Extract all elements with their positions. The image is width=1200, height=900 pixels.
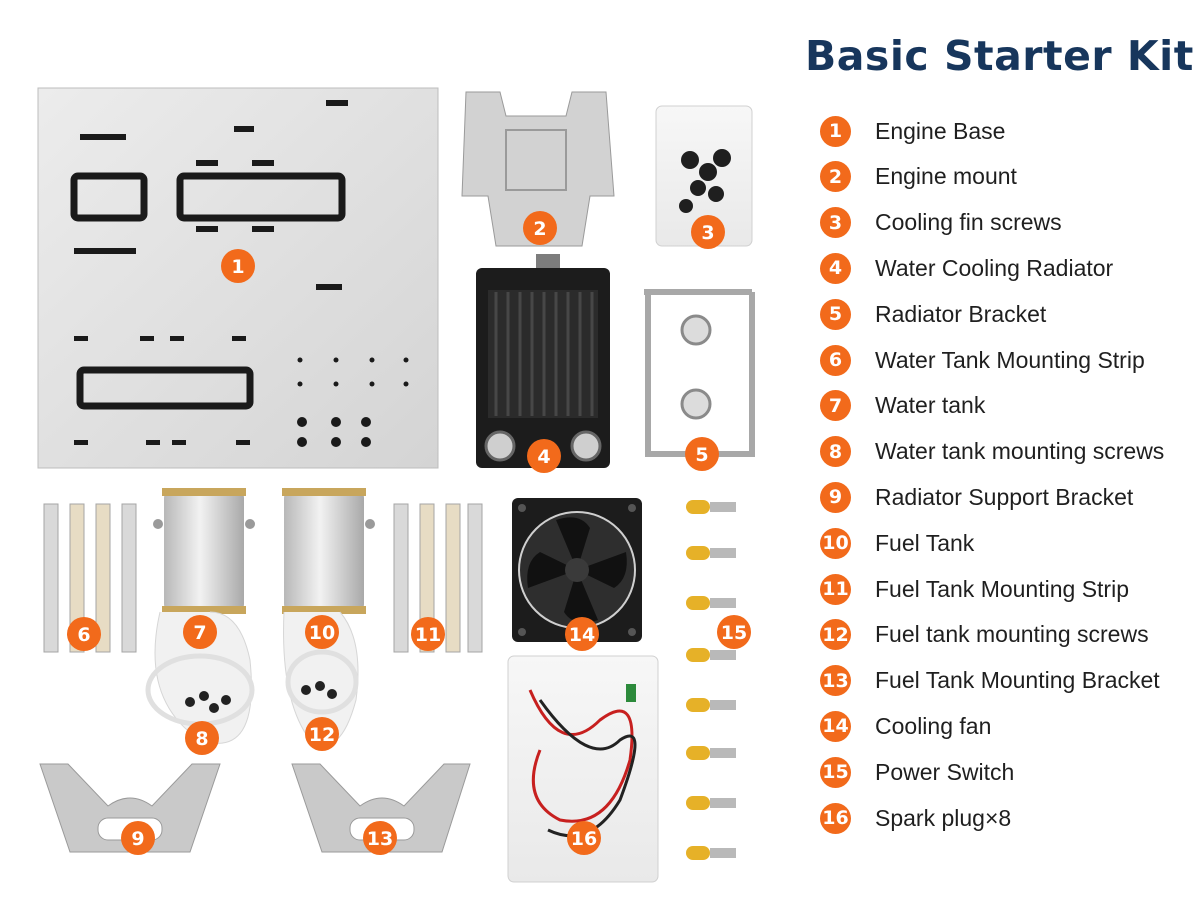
legend-item: 13 Fuel Tank Mounting Bracket <box>820 664 1160 698</box>
photo-marker: 13 <box>363 821 397 855</box>
photo-marker-number: 5 <box>695 444 708 466</box>
legend-item: 8 Water tank mounting screws <box>820 435 1164 469</box>
legend-label: Water Cooling Radiator <box>875 254 1114 281</box>
photo-marker-number: 11 <box>415 624 441 646</box>
legend-label: Water tank mounting screws <box>875 438 1165 465</box>
number-badge: 7 <box>820 390 851 422</box>
legend-item: 16 Spark plug×8 <box>820 801 1011 835</box>
radiator-bracket <box>644 289 755 457</box>
fuel-tank-mounting-strips <box>393 503 483 653</box>
number-badge: 10 <box>820 527 851 559</box>
water-tank-screws-bag <box>145 611 255 744</box>
number-badge: 12 <box>820 619 851 651</box>
photo-marker: 16 <box>567 821 601 855</box>
engine-base-plate <box>37 87 439 469</box>
legend-item: 3 Cooling fin screws <box>820 206 1062 240</box>
number-badge: 4 <box>820 252 851 284</box>
photo-marker-number: 1 <box>231 256 244 278</box>
number-badge: 3 <box>820 207 851 239</box>
legend-item: 10 Fuel Tank <box>820 526 974 560</box>
engine-mount <box>461 91 615 247</box>
photo-marker: 9 <box>121 821 155 855</box>
photo-marker: 3 <box>691 215 725 249</box>
photo-marker-number: 9 <box>131 828 144 850</box>
photo-marker-number: 16 <box>571 828 597 850</box>
photo-marker: 12 <box>305 717 339 751</box>
photo-marker-number: 15 <box>721 622 747 644</box>
legend-label: Water tank <box>875 392 986 419</box>
photo-marker-number: 8 <box>195 728 208 750</box>
legend-item: 2 Engine mount <box>820 160 1017 194</box>
legend-label: Engine Base <box>875 117 1006 144</box>
photo-marker-number: 13 <box>367 828 393 850</box>
photo-marker-number: 7 <box>193 622 206 644</box>
legend-label: Fuel tank mounting screws <box>875 621 1149 648</box>
number-badge: 14 <box>820 710 851 742</box>
legend-label: Fuel Tank Mounting Strip <box>875 575 1129 602</box>
photo-marker: 14 <box>565 617 599 651</box>
number-badge: 5 <box>820 298 851 330</box>
legend-item: 6 Water Tank Mounting Strip <box>820 343 1145 377</box>
legend-label: Spark plug×8 <box>875 804 1012 831</box>
photo-marker: 6 <box>67 617 101 651</box>
photo-marker: 2 <box>523 211 557 245</box>
legend-label: Radiator Bracket <box>875 300 1047 327</box>
legend-item: 12 Fuel tank mounting screws <box>820 618 1149 652</box>
number-badge: 1 <box>820 115 851 147</box>
photo-marker: 7 <box>183 615 217 649</box>
fuel-tank-screws-bag <box>283 611 359 746</box>
legend-label: Cooling fin screws <box>875 209 1062 236</box>
legend-label: Fuel Tank Mounting Bracket <box>875 667 1160 694</box>
legend-label: Water Tank Mounting Strip <box>875 346 1145 373</box>
page-title: Basic Starter Kit <box>805 32 1194 80</box>
fuel-tank <box>282 488 375 614</box>
photo-marker: 4 <box>527 439 561 473</box>
photo-marker: 5 <box>685 437 719 471</box>
water-cooling-radiator <box>476 254 610 468</box>
cooling-fin-screws-bag <box>655 105 753 247</box>
legend-item: 15 Power Switch <box>820 755 1014 789</box>
legend-label: Engine mount <box>875 163 1017 190</box>
spark-plugs <box>686 500 736 860</box>
number-badge: 13 <box>820 665 851 697</box>
power-switch-bag <box>507 655 659 883</box>
photo-marker-number: 10 <box>309 622 335 644</box>
number-badge: 6 <box>820 344 851 376</box>
legend-label: Power Switch <box>875 758 1015 785</box>
photo-marker: 8 <box>185 721 219 755</box>
photo-marker: 15 <box>717 615 751 649</box>
photo-marker-number: 2 <box>533 218 546 240</box>
legend-item: 4 Water Cooling Radiator <box>820 251 1113 285</box>
number-badge: 2 <box>820 161 851 193</box>
legend-item: 11 Fuel Tank Mounting Strip <box>820 572 1129 606</box>
photo-marker-number: 3 <box>701 222 714 244</box>
photo-marker: 11 <box>411 617 445 651</box>
legend-item: 14 Cooling fan <box>820 709 991 743</box>
number-badge: 15 <box>820 756 851 788</box>
photo-marker: 1 <box>221 249 255 283</box>
number-badge: 11 <box>820 573 851 605</box>
legend-item: 5 Radiator Bracket <box>820 297 1046 331</box>
photo-marker-number: 4 <box>537 446 550 468</box>
cooling-fan <box>512 498 642 642</box>
water-tank <box>153 488 255 614</box>
number-badge: 8 <box>820 436 851 468</box>
photo-marker-number: 6 <box>77 624 90 646</box>
legend-label: Radiator Support Bracket <box>875 483 1134 510</box>
water-tank-mounting-strips <box>43 503 137 653</box>
legend-item: 9 Radiator Support Bracket <box>820 480 1133 514</box>
photo-marker-number: 14 <box>569 624 595 646</box>
legend-item: 1 Engine Base <box>820 114 1005 148</box>
legend-label: Cooling fan <box>875 712 992 739</box>
photo-marker-number: 12 <box>309 724 335 746</box>
legend-label: Fuel Tank <box>875 529 975 556</box>
photo-marker: 10 <box>305 615 339 649</box>
legend-item: 7 Water tank <box>820 389 985 423</box>
number-badge: 16 <box>820 802 851 834</box>
number-badge: 9 <box>820 481 851 513</box>
